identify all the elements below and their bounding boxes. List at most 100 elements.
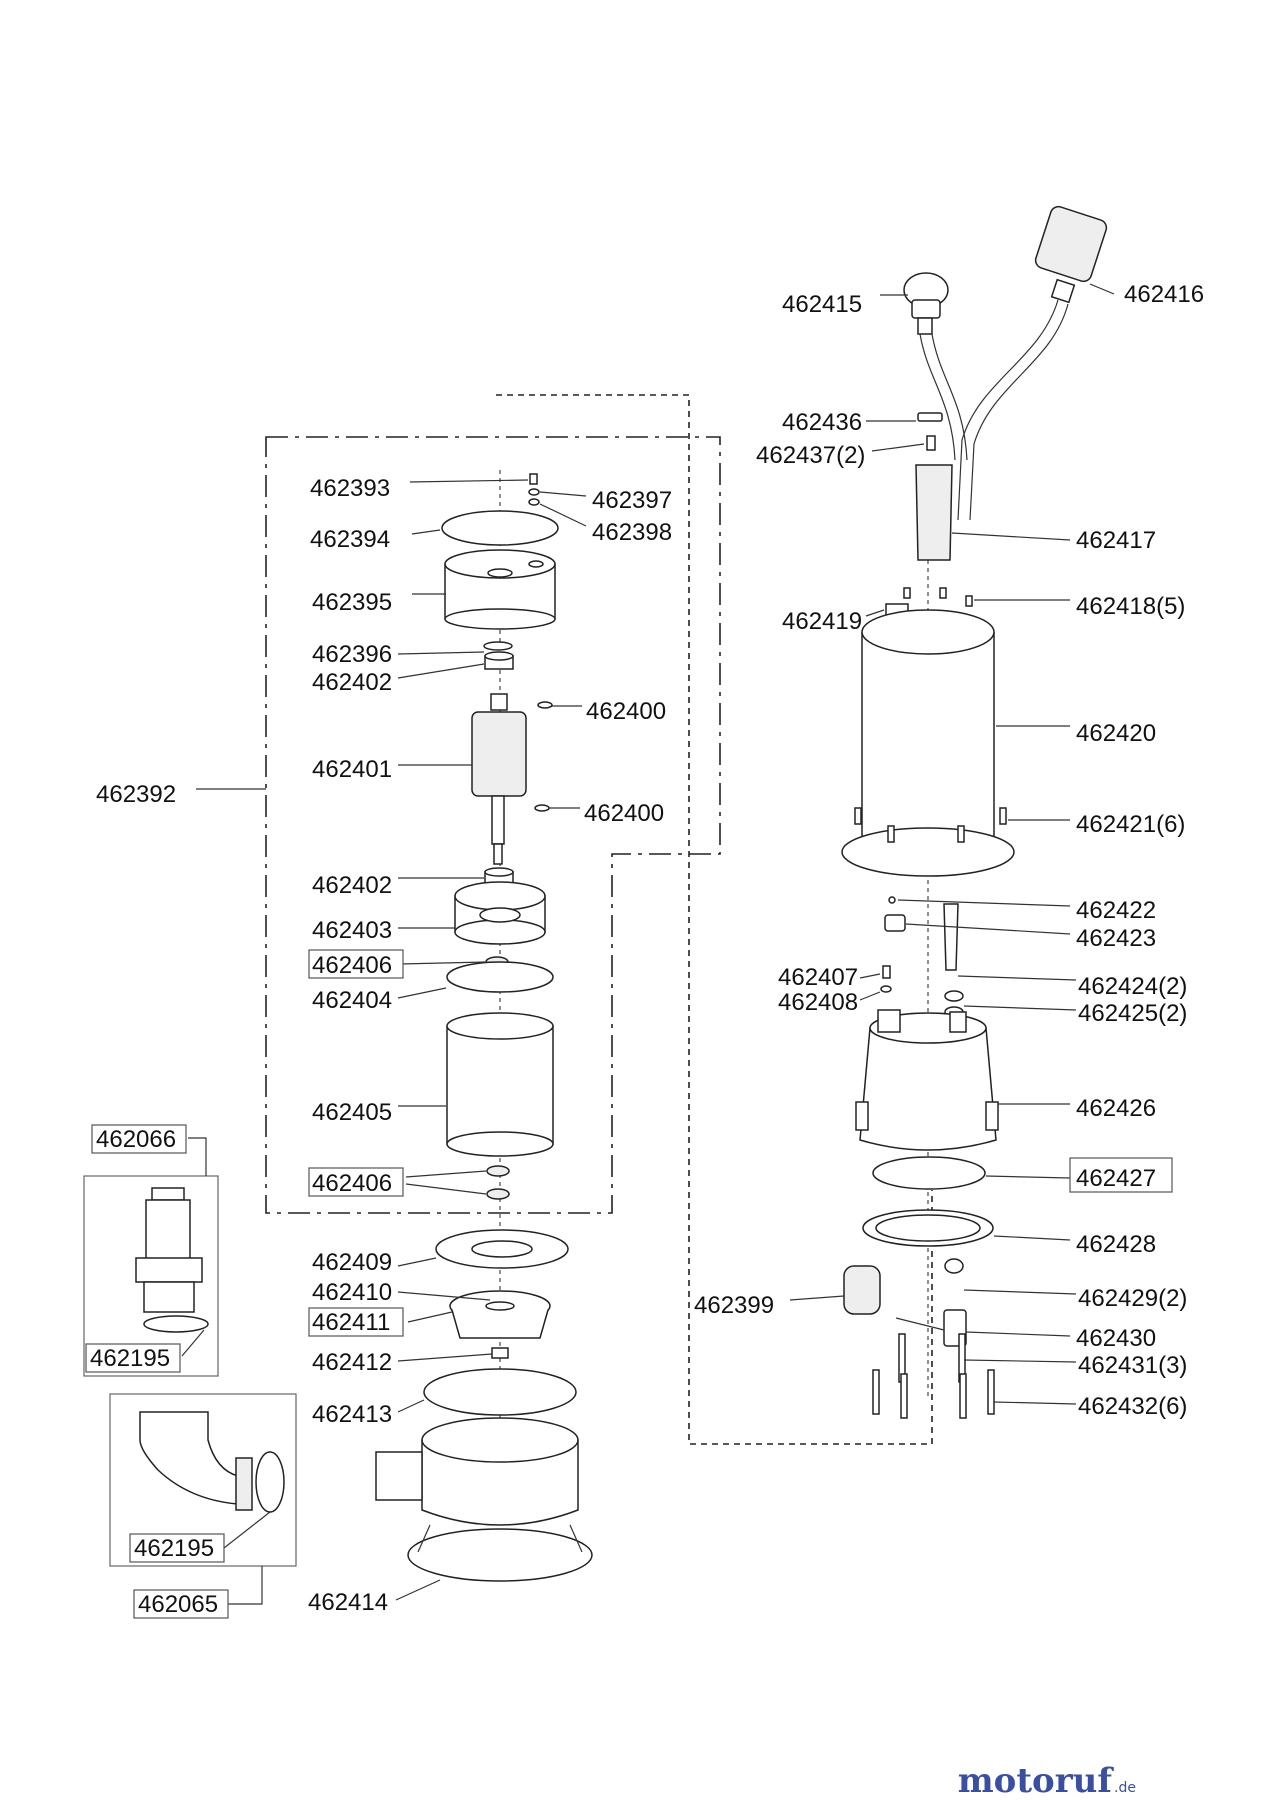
cable-462416 (957, 299, 1059, 521)
accessory-box-462065 (109, 1393, 297, 1567)
label-462419: 462419 (782, 608, 862, 635)
stator-housing-462405 (446, 1012, 554, 1157)
washer-462397 (528, 488, 540, 496)
label-462404: 462404 (312, 987, 392, 1014)
o-ring-462404 (446, 961, 554, 993)
label-box-462195-a (85, 1343, 181, 1373)
nut-462412 (491, 1347, 509, 1359)
label-462400-top: 462400 (586, 698, 666, 725)
seal-462406-bottom-a (486, 1165, 510, 1177)
o-ring-462425 (944, 990, 964, 1002)
screw-462437 (926, 435, 936, 451)
label-462412: 462412 (312, 1349, 392, 1376)
screw-462393 (529, 473, 538, 485)
label-box-462065 (133, 1589, 229, 1619)
label-box-462427 (1069, 1157, 1173, 1193)
float-switch-462415 (903, 272, 949, 335)
label-462401: 462401 (312, 756, 392, 783)
washer-462408 (880, 985, 892, 993)
seal-462406-bottom-b (486, 1188, 510, 1200)
label-box-462411 (308, 1307, 404, 1337)
label-462411: 462411 (312, 1309, 390, 1336)
cable-cover-462417 (915, 464, 953, 561)
screws-462418 (903, 587, 973, 607)
label-462394: 462394 (310, 526, 390, 553)
rotor-shaft-462401 (471, 693, 527, 865)
cable-462415 (919, 333, 956, 461)
label-462402-bottom: 462402 (312, 872, 392, 899)
label-462424: 462424(2) (1078, 973, 1187, 1000)
label-box-462066 (91, 1124, 187, 1154)
watermark-suffix: .de (1114, 1780, 1136, 1796)
gland-462423 (884, 914, 906, 932)
label-462195-a: 462195 (90, 1345, 170, 1372)
bearing-462402-bottom (484, 867, 514, 885)
motor-housing-462420 (841, 609, 1015, 877)
label-462396: 462396 (312, 641, 392, 668)
label-462066: 462066 (96, 1126, 176, 1153)
bolts-462432 (872, 1369, 995, 1419)
base-plate-462409 (435, 1229, 569, 1269)
label-box-462406-top (308, 949, 404, 979)
ball-462422 (888, 896, 896, 904)
clip-462400-top (537, 701, 553, 709)
label-462431: 462431(3) (1078, 1352, 1187, 1379)
label-462437: 462437(2) (756, 442, 865, 469)
leader-lines (181, 283, 1115, 1605)
cover-plate-462394 (441, 510, 559, 546)
label-462400-bottom: 462400 (584, 800, 664, 827)
pump-base-462414 (375, 1417, 593, 1582)
label-462406-top: 462406 (312, 952, 392, 979)
label-462422: 462422 (1076, 897, 1156, 924)
cable-462415-b (931, 333, 968, 461)
label-462195-b: 462195 (134, 1535, 214, 1562)
label-462405: 462405 (312, 1099, 392, 1126)
label-462393: 462393 (310, 475, 390, 502)
label-462420: 462420 (1076, 720, 1156, 747)
cable-462416-b (969, 303, 1069, 521)
bearing-housing-462403 (454, 881, 546, 945)
pump-housing-462426 (855, 1009, 999, 1151)
watermark-logo: motoruf .de (958, 1761, 1136, 1800)
o-ring-462195-b (255, 1451, 285, 1513)
float-switch-462416 (1034, 205, 1108, 304)
label-462423: 462423 (1076, 925, 1156, 952)
gasket-462413 (423, 1368, 577, 1416)
screws-462421 (854, 807, 1007, 843)
label-462418: 462418(5) (1076, 593, 1185, 620)
label-462414: 462414 (308, 1589, 388, 1616)
label-462430: 462430 (1076, 1325, 1156, 1352)
bearing-462402-top (484, 651, 514, 670)
label-462415: 462415 (782, 291, 862, 318)
label-462065: 462065 (138, 1591, 218, 1618)
label-462392: 462392 (96, 781, 176, 808)
label-462432: 462432(6) (1078, 1393, 1187, 1420)
motor-top-housing-462395 (444, 549, 556, 630)
watermark-brand: motoruf (958, 1761, 1115, 1800)
hose-nipple-462066 (135, 1187, 203, 1313)
label-462397: 462397 (592, 487, 672, 514)
label-462421: 462421(6) (1076, 811, 1185, 838)
clamp-ring-462428 (862, 1209, 994, 1247)
label-462409: 462409 (312, 1249, 392, 1276)
washer-462398 (528, 498, 540, 506)
clamp-462436 (917, 412, 943, 422)
label-462416: 462416 (1124, 281, 1204, 308)
label-462395: 462395 (312, 589, 392, 616)
label-462398: 462398 (592, 519, 672, 546)
cable-connector-462424 (943, 903, 959, 971)
label-462417: 462417 (1076, 527, 1156, 554)
label-462428: 462428 (1076, 1231, 1156, 1258)
label-462407: 462407 (778, 964, 858, 991)
accessory-box-462066 (83, 1175, 219, 1377)
label-462413: 462413 (312, 1401, 392, 1428)
label-462427: 462427 (1076, 1165, 1156, 1192)
clip-462429 (944, 1258, 964, 1274)
label-462408: 462408 (778, 989, 858, 1016)
screw-462407 (882, 965, 891, 979)
label-462403: 462403 (312, 917, 392, 944)
seal-ring-462396 (483, 641, 513, 651)
connector-462430 (895, 1309, 967, 1347)
